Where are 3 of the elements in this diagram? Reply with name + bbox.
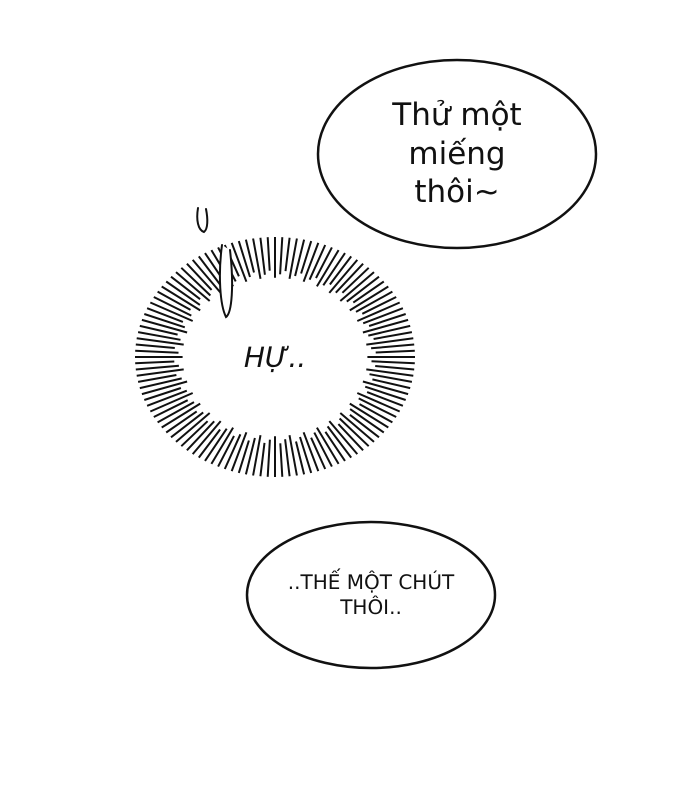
bubble-text: HỰ.. [244, 340, 306, 374]
bubble-text: ..THẾ MỘT CHÚT THÔI.. [286, 570, 456, 620]
bubble-text: Thử một miếng thôi~ [391, 96, 523, 212]
